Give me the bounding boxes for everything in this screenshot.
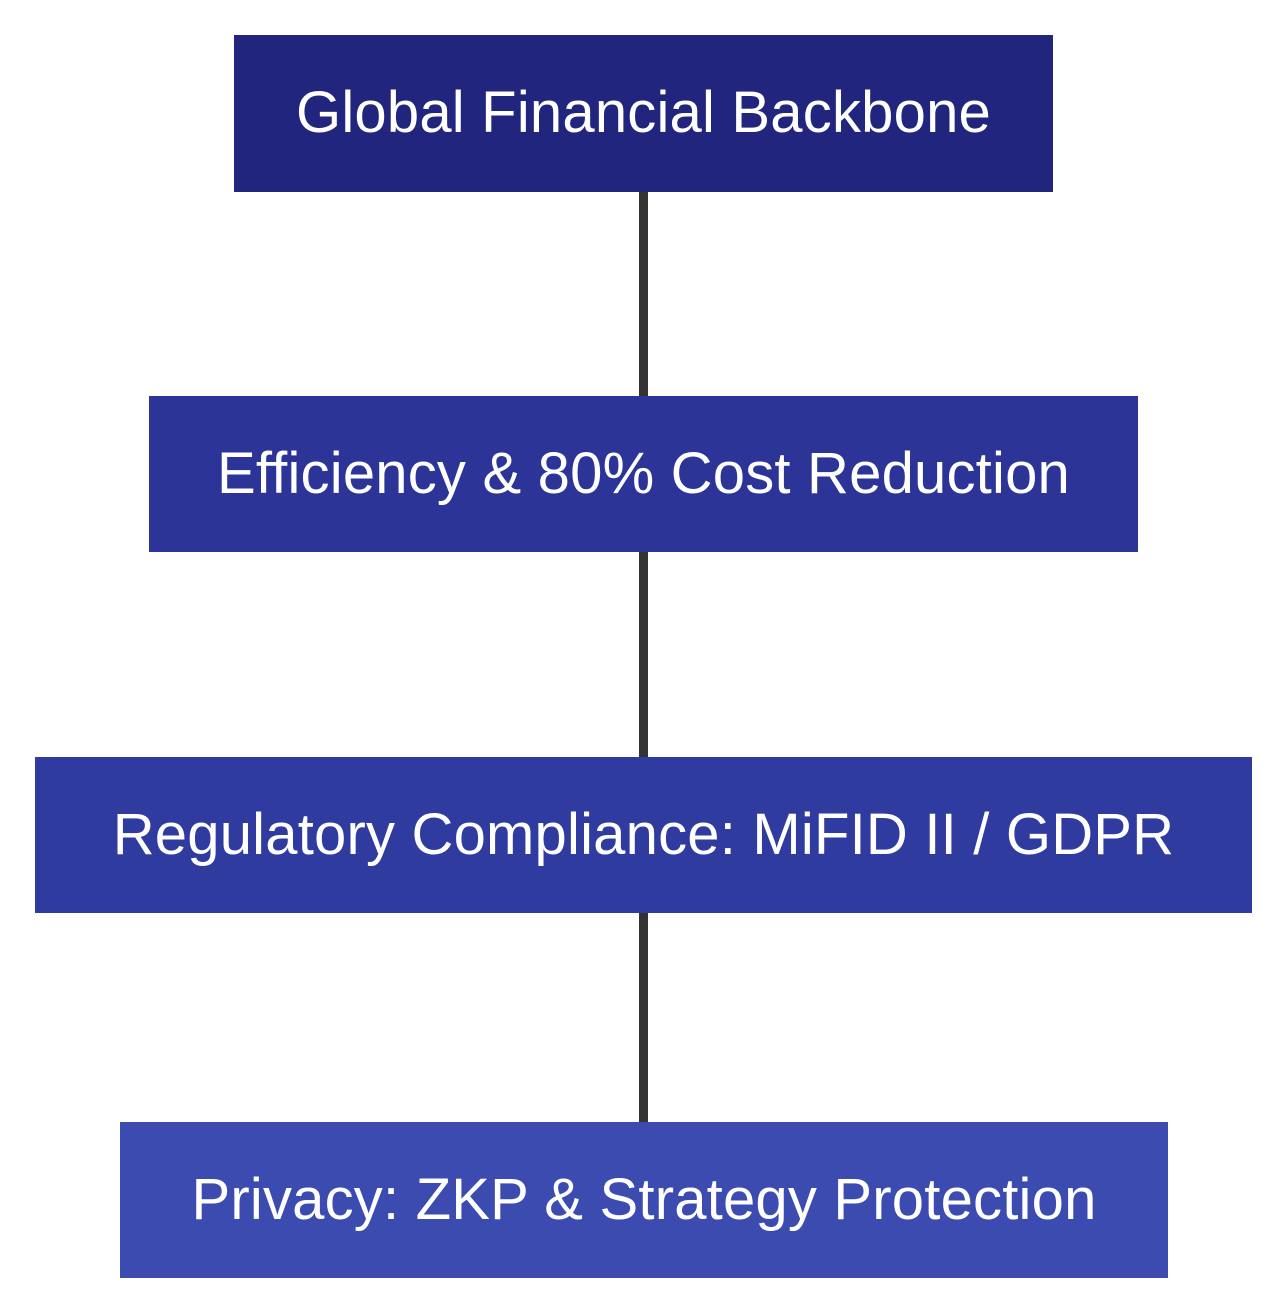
flowchart-node-privacy-zkp[interactable]: Privacy: ZKP & Strategy Protection xyxy=(120,1122,1168,1278)
flowchart-edge-1 xyxy=(639,192,648,396)
flowchart-node-efficiency-cost-reduction[interactable]: Efficiency & 80% Cost Reduction xyxy=(149,396,1138,552)
flowchart-edge-2 xyxy=(639,552,648,757)
node-label: Efficiency & 80% Cost Reduction xyxy=(216,440,1070,506)
node-label: Regulatory Compliance: MiFID II / GDPR xyxy=(112,801,1175,867)
node-label: Global Financial Backbone xyxy=(296,80,991,146)
flowchart-node-regulatory-compliance[interactable]: Regulatory Compliance: MiFID II / GDPR xyxy=(35,757,1252,913)
flowchart-node-global-financial-backbone[interactable]: Global Financial Backbone xyxy=(234,35,1053,192)
node-label: Privacy: ZKP & Strategy Protection xyxy=(191,1166,1097,1232)
flowchart-edge-3 xyxy=(639,913,648,1122)
